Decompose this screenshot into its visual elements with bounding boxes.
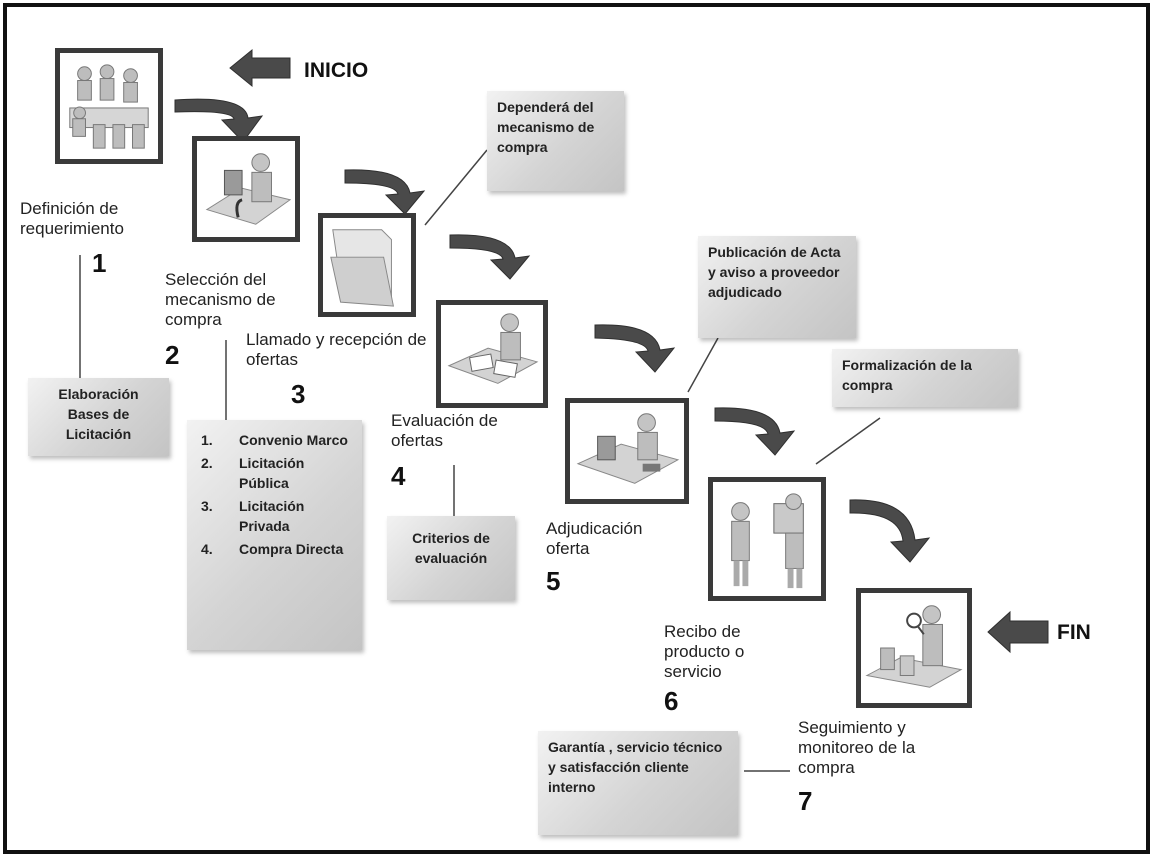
mechanism-num: 4.: [201, 541, 213, 557]
mechanism-num: 1.: [201, 432, 213, 448]
mechanism-num: 3.: [201, 498, 213, 514]
step3-number: 3: [291, 379, 306, 409]
step6-number: 6: [664, 686, 679, 716]
step4-number: 4: [391, 461, 406, 491]
step5-number: 5: [546, 566, 561, 596]
step6-label: Recibo de producto o servicio: [664, 622, 745, 681]
step4-label: Evaluación de ofertas: [391, 411, 498, 450]
note-criterios-evaluacion: Criterios de evaluación: [387, 516, 515, 600]
mechanism-text: Convenio Marco: [239, 432, 348, 448]
mechanism-item: 1. Convenio Marco: [201, 430, 348, 450]
mechanism-text: Compra Directa: [239, 541, 344, 557]
step2-number: 2: [165, 340, 180, 370]
mechanism-text: Licitación Pública: [239, 455, 305, 491]
diagram-frame: [3, 3, 1150, 854]
note-depende-mecanismo: Dependerá del mecanismo de compra: [487, 91, 624, 191]
step5-image-award-desk: [565, 398, 689, 504]
mechanisms-list: 1. Convenio Marco 2. Licitación Pública 3.…: [201, 430, 348, 559]
step7-image-monitoring: [856, 588, 972, 708]
step7-label: Seguimiento y monitoreo de la compra: [798, 718, 916, 777]
step7-number: 7: [798, 786, 813, 816]
mechanism-item: 2. Licitación Pública: [201, 453, 348, 493]
step6-image-delivery: [708, 477, 826, 601]
mechanism-num: 2.: [201, 455, 213, 471]
mechanism-item: 3. Licitación Privada: [201, 496, 348, 536]
note-formalizacion: Formalización de la compra: [832, 349, 1018, 407]
step1-label: Definición de requerimiento: [20, 199, 124, 238]
note-publicacion-acta: Publicación de Acta y aviso a proveedor …: [698, 236, 856, 338]
fin-label: FIN: [1057, 621, 1091, 644]
inicio-label: INICIO: [304, 59, 369, 82]
step2-label: Selección del mecanismo de compra: [165, 270, 276, 329]
note-bases-licitacion: Elaboración Bases de Licitación: [28, 378, 169, 456]
mechanism-text: Licitación Privada: [239, 498, 305, 534]
step1-number: 1: [92, 248, 107, 278]
note-garantia-servicio: Garantía , servicio técnico y satisfacci…: [538, 731, 738, 835]
mechanisms-list-box: 1. Convenio Marco 2. Licitación Pública 3.…: [187, 420, 362, 650]
step3-label: Llamado y recepción de ofertas: [246, 330, 427, 369]
step1-image-meeting: [55, 48, 163, 164]
mechanism-item: 4. Compra Directa: [201, 539, 348, 559]
step3-image-folder: [318, 213, 416, 317]
step4-image-evaluation: [436, 300, 548, 408]
step2-image-computer-user: [192, 136, 300, 242]
step5-label: Adjudicación oferta: [546, 519, 643, 558]
